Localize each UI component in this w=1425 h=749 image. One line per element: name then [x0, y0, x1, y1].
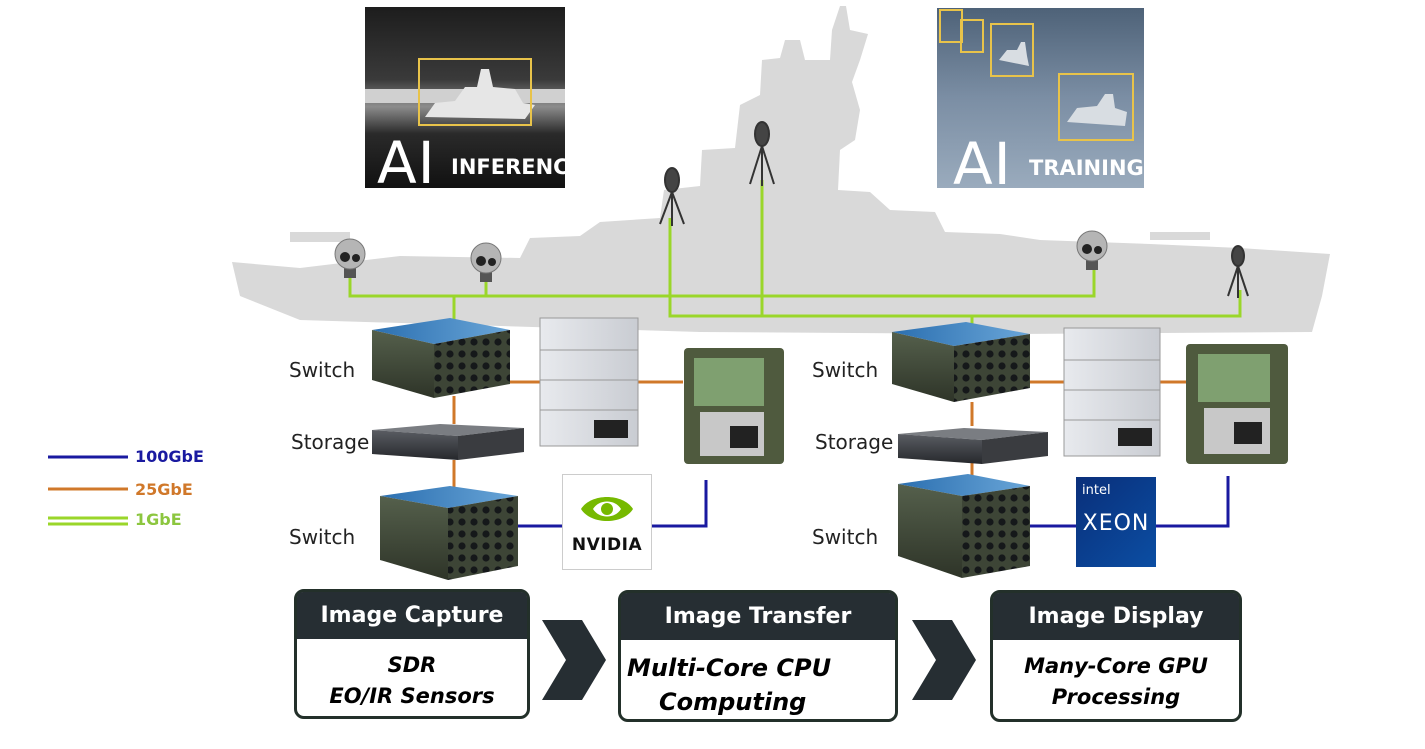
stage-description: Many-Core GPU Processing [993, 651, 1239, 713]
left-switch-top [372, 318, 510, 398]
thermal-ship-image [365, 58, 565, 126]
right-switch-top [892, 322, 1030, 402]
stage-line-2: EO/IR Sensors [329, 684, 495, 708]
left-storage [372, 424, 524, 460]
stage-title: Image Transfer [621, 593, 895, 640]
right-switch-bottom-label: Switch [812, 525, 879, 549]
stage-description: Multi-Core CPU Computing [627, 651, 895, 719]
legend-label-1gbe: 1GbE [135, 510, 182, 529]
right-rugged-case [1186, 344, 1288, 464]
stage-line-2: Processing [1051, 685, 1181, 709]
right-server-rack [1063, 327, 1161, 457]
stage-line-1: Many-Core GPU [1024, 654, 1208, 678]
stage-description: SDR EO/IR Sensors [297, 650, 527, 712]
detection-box [990, 23, 1034, 77]
left-switch-bottom [380, 486, 518, 580]
radar-tripod-2 [749, 121, 775, 186]
xeon-wordmark: XEON [1082, 511, 1150, 536]
left-switch-bottom-label: Switch [289, 525, 356, 549]
left-storage-label: Storage [291, 430, 370, 454]
sea-ships-image [939, 9, 1134, 141]
right-storage-label: Storage [815, 430, 894, 454]
ai-inference-big: AI [377, 129, 436, 188]
stage-title: Image Display [993, 593, 1239, 640]
right-storage [898, 428, 1048, 464]
sensor-turret-3 [1076, 230, 1108, 270]
ai-training-panel: AI TRAINING [937, 8, 1144, 188]
sensor-turret-1 [334, 238, 366, 278]
ai-training-big: AI [953, 130, 1012, 188]
sensor-turret-2 [470, 242, 502, 282]
legend-label-25gbe: 25GbE [135, 480, 193, 499]
intel-wordmark: intel [1082, 483, 1111, 498]
arrow-icon-1 [542, 620, 606, 700]
blue-links [518, 476, 1230, 528]
ai-inference-label: INFERENCE [451, 155, 565, 179]
stage-image-display: Image Display Many-Core GPU Processing [990, 590, 1242, 722]
nvidia-wordmark: NVIDIA [571, 535, 643, 555]
radar-tripod-3 [1227, 245, 1249, 298]
stage-line-1: SDR [387, 653, 437, 677]
stage-image-transfer: Image Transfer Multi-Core CPU Computing [618, 590, 898, 722]
right-switch-bottom [898, 474, 1030, 578]
stage-image-capture: Image Capture SDR EO/IR Sensors [294, 589, 530, 719]
legend-label-100gbe: 100GbE [135, 447, 204, 466]
left-server-rack [539, 317, 639, 447]
ai-training-label: TRAINING [1029, 156, 1144, 180]
stage-line-1: Multi-Core CPU [627, 654, 832, 682]
intel-xeon-logo: intel XEON [1076, 477, 1156, 567]
nvidia-logo: NVIDIA [562, 474, 652, 570]
right-switch-top-label: Switch [812, 358, 879, 382]
radar-tripod-1 [659, 167, 685, 226]
green-links [348, 180, 1242, 332]
ai-inference-panel: AI INFERENCE [365, 7, 565, 188]
left-rugged-case [684, 348, 784, 464]
arrow-icon-2 [912, 620, 976, 700]
orange-links [452, 380, 1188, 490]
detection-box [418, 58, 532, 126]
detection-box [960, 19, 984, 53]
ship-silhouette [232, 6, 1330, 334]
left-switch-top-label: Switch [289, 358, 356, 382]
stage-line-2: Computing [659, 688, 807, 716]
nvidia-eye-icon [581, 497, 633, 521]
detection-box [1058, 73, 1134, 141]
detection-box [939, 9, 963, 43]
stage-title: Image Capture [297, 592, 527, 639]
